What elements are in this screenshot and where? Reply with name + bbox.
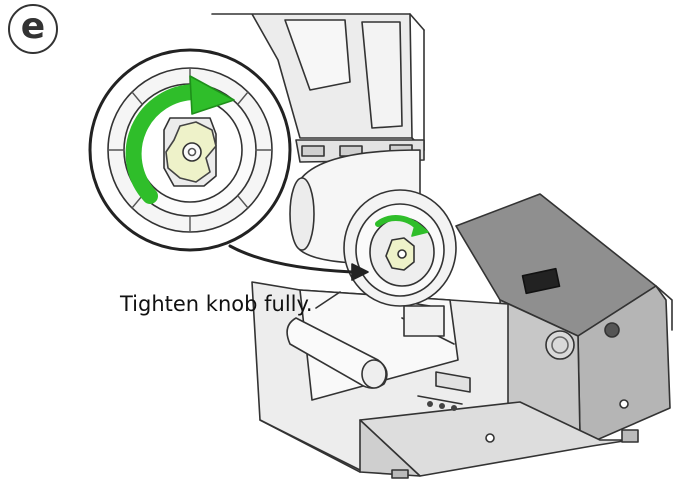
printer-back-panel: [211, 13, 425, 151]
rotate-arrow-icon: [125, 83, 204, 204]
spindle-hub: [343, 189, 457, 307]
callout-connector: [228, 244, 354, 274]
printer-rollers: [286, 291, 639, 479]
knob-zoom-inset: [88, 48, 292, 252]
step-badge: e: [8, 4, 58, 54]
callout-arrowhead: [351, 263, 369, 281]
instruction-caption: Tighten knob fully.: [120, 292, 313, 316]
